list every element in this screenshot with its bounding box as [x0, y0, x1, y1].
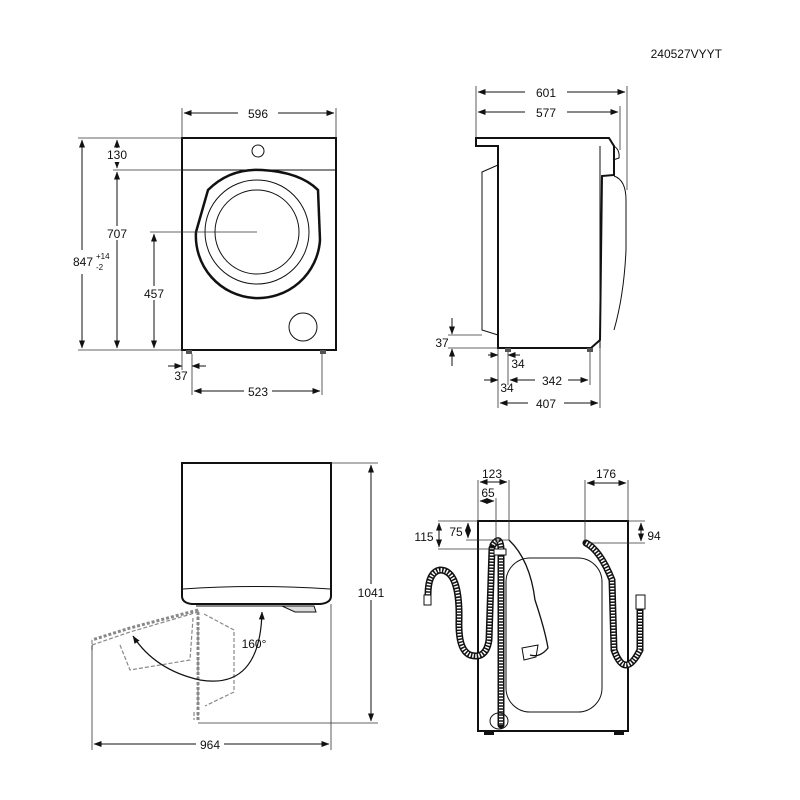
- inlet-hose: [582, 539, 644, 669]
- top-view: 160° 1041 964: [91, 462, 388, 752]
- open-height-label: 1041: [358, 586, 385, 600]
- side-foot-offset-b-label: 34: [500, 381, 514, 395]
- rear-inlet-offset-label: 176: [596, 467, 616, 481]
- door-center-height-label: 457: [144, 287, 164, 301]
- side-depth-body-label: 577: [536, 106, 556, 120]
- rear-cable-height-label: 75: [449, 525, 463, 539]
- panel-height-label: 130: [107, 148, 127, 162]
- front-width-label: 596: [248, 107, 268, 121]
- total-height-tol-plus: +14: [96, 252, 110, 261]
- filter-cover: [288, 312, 318, 342]
- side-depth-total-label: 601: [536, 86, 556, 100]
- door-angle-label: 160°: [242, 637, 267, 651]
- total-height-label: 847: [73, 255, 93, 269]
- foot-offset-label: 37: [174, 369, 188, 383]
- total-height-tol-minus: -2: [96, 263, 104, 272]
- rear-inlet-height-label: 94: [647, 529, 661, 543]
- side-view: 601 577 37 34 342 34 407: [435, 86, 628, 411]
- power-cable: [508, 539, 549, 657]
- front-view: 596 130 707 457 847 +14 -2 37 523: [70, 107, 337, 399]
- door-ring: [194, 168, 322, 300]
- open-depth-label: 964: [200, 738, 220, 752]
- door-height-label: 707: [107, 227, 127, 241]
- model-code: 240527VYYT: [651, 47, 723, 61]
- side-base-depth-label: 407: [536, 397, 556, 411]
- rear-view: 123 65 115 75 176 94: [414, 467, 661, 735]
- rear-drain-height-label: 115: [414, 530, 433, 544]
- side-foot-offset-a-label: 34: [511, 357, 525, 371]
- rear-cable-offset-label: 65: [481, 486, 495, 500]
- side-back-offset-label: 37: [435, 336, 449, 350]
- rear-drain-offset-label: 123: [482, 467, 502, 481]
- program-knob-icon: [251, 144, 265, 158]
- side-foot-spacing-label: 342: [542, 374, 562, 388]
- foot-spacing-label: 523: [248, 385, 268, 399]
